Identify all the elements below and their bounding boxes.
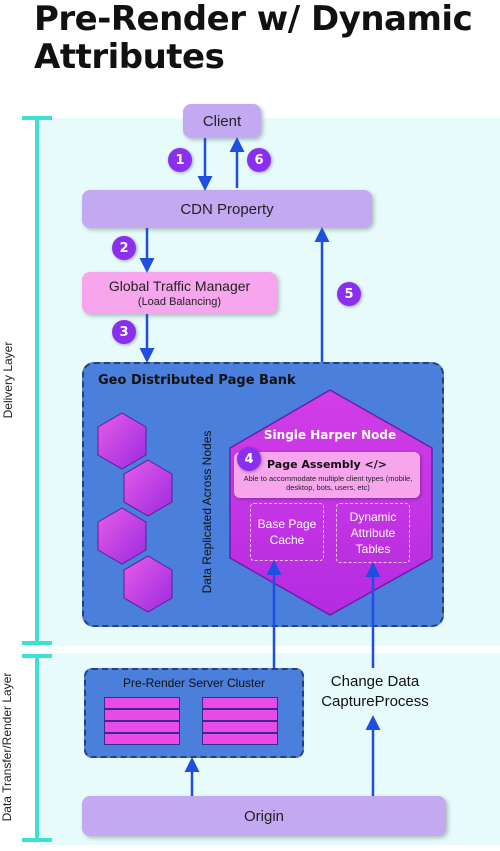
global-traffic-manager-node: Global Traffic Manager (Load Balancing) <box>82 272 277 314</box>
page-bank-title: Geo Distributed Page Bank <box>98 373 296 388</box>
replica-hexagon-2 <box>123 459 173 517</box>
server-unit <box>104 697 180 709</box>
server-unit <box>202 697 278 709</box>
server-unit <box>202 721 278 733</box>
origin-node: Origin <box>82 796 446 836</box>
page-assembly-title: Page Assembly </> <box>267 458 387 471</box>
server-unit <box>202 709 278 721</box>
page-assembly-description: Able to accommodate multiple client type… <box>243 474 413 492</box>
replica-hexagon-3 <box>97 507 147 565</box>
step-badge-1: 1 <box>168 148 192 172</box>
harper-node-hexagon <box>229 389 433 616</box>
server-unit <box>104 733 180 745</box>
replica-hexagon-1 <box>97 412 147 470</box>
cdn-property-node: CDN Property <box>82 190 372 228</box>
step-badge-2: 2 <box>112 236 136 260</box>
replica-hexagons <box>97 412 173 613</box>
server-stack-left <box>104 697 180 745</box>
page-assembly-box <box>234 452 420 498</box>
server-unit <box>104 721 180 733</box>
step-badge-6: 6 <box>247 148 271 172</box>
replica-hexagon-4 <box>123 555 173 613</box>
pre-render-cluster-title: Pre-Render Server Cluster <box>122 676 266 690</box>
base-page-cache-box: Base Page Cache <box>250 503 324 561</box>
harper-node-title: Single Harper Node <box>263 428 397 442</box>
gtm-title: Global Traffic Manager <box>108 278 251 294</box>
client-node: Client <box>183 104 261 138</box>
server-stack-right <box>202 697 278 745</box>
step-badge-4: 4 <box>237 447 261 471</box>
gtm-subtitle: (Load Balancing) <box>137 296 222 308</box>
change-data-capture-label: Change Data CaptureProcess <box>321 673 429 710</box>
step-badge-5: 5 <box>337 282 361 306</box>
page-title: Pre-Render w/ Dynamic Attributes <box>34 0 473 77</box>
server-unit <box>202 733 278 745</box>
step-badge-3: 3 <box>112 320 136 344</box>
server-unit <box>104 709 180 721</box>
